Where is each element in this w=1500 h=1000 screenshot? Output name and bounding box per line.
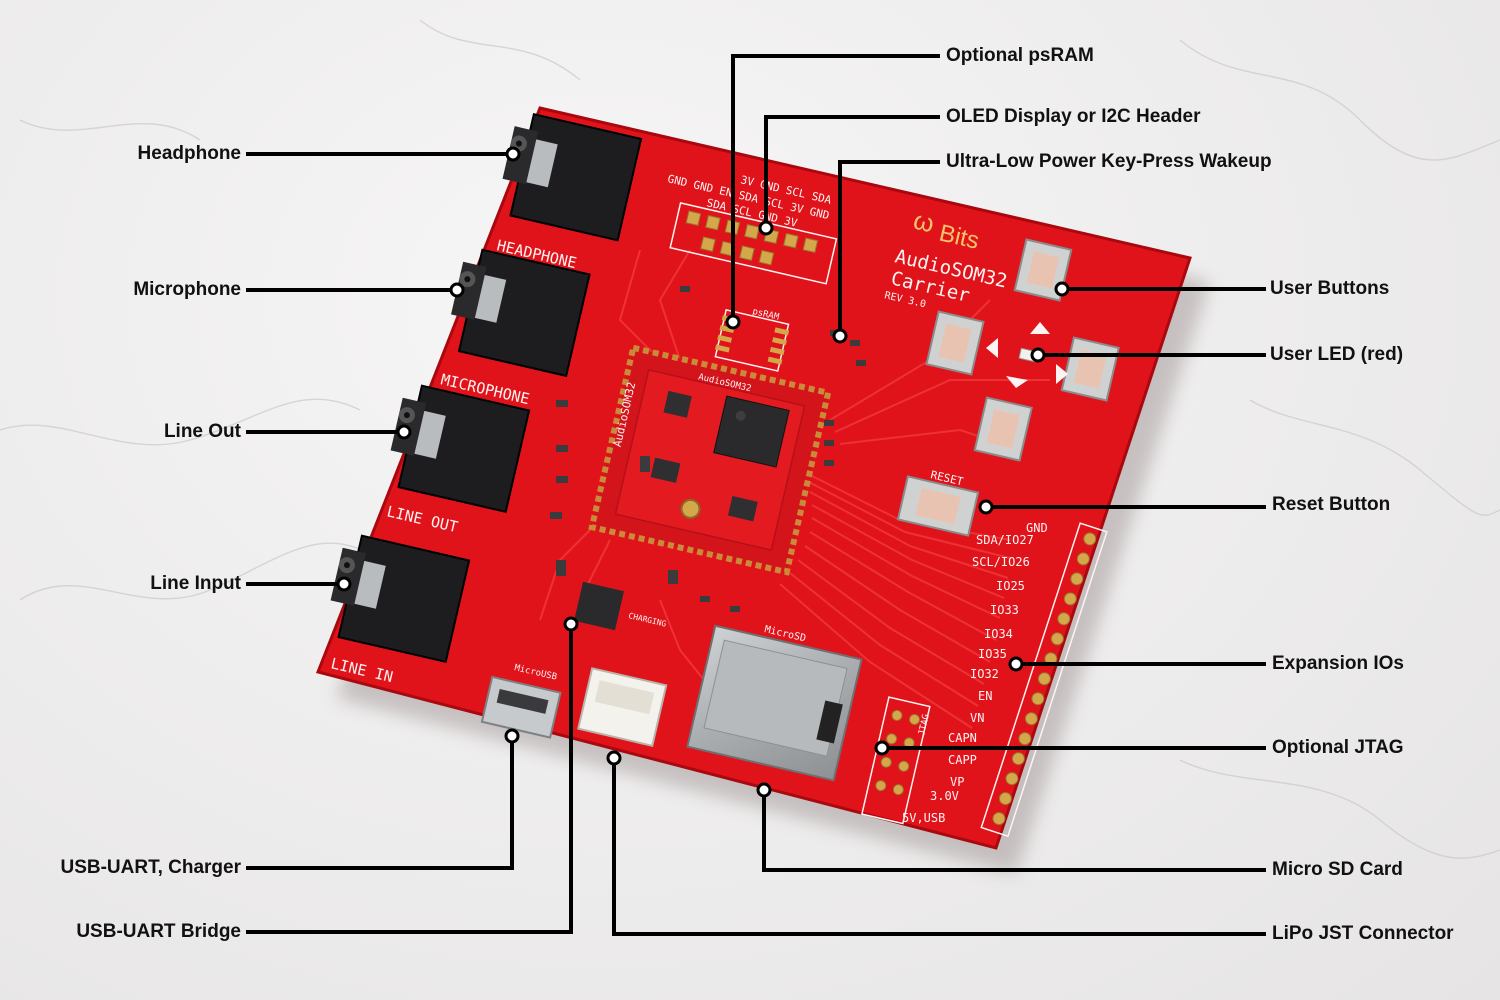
oled-i2c-header bbox=[669, 202, 838, 285]
user-button-left bbox=[925, 310, 985, 376]
svg-text:IO33: IO33 bbox=[990, 603, 1019, 617]
jtag-footprint bbox=[861, 696, 931, 825]
marble-background bbox=[0, 19, 1500, 859]
callout-line-out: Line Out bbox=[163, 421, 241, 442]
callout-usb-uart-charger: USB-UART, Charger bbox=[60, 857, 241, 878]
line-out-jack bbox=[390, 384, 531, 514]
callout-optional-psram: Optional psRAM bbox=[946, 45, 1094, 66]
callout-oled-header: OLED Display or I2C Header bbox=[946, 106, 1201, 127]
callout-keypress-wakeup: Ultra-Low Power Key-Press Wakeup bbox=[946, 151, 1272, 172]
expansion-pin-labels: GND SDA/IO27 SCL/IO26 IO25 IO33 IO34 IO3… bbox=[902, 521, 1048, 825]
svg-text:SCL/IO26: SCL/IO26 bbox=[972, 555, 1030, 569]
callout-expansion-ios: Expansion IOs bbox=[1272, 653, 1404, 674]
svg-text:CAPP: CAPP bbox=[948, 753, 977, 767]
leader-endpoints bbox=[336, 146, 1070, 798]
svg-text:VN: VN bbox=[970, 711, 984, 725]
direction-arrows bbox=[986, 322, 1068, 388]
svg-text:CAPN: CAPN bbox=[948, 731, 977, 745]
callout-headphone: Headphone bbox=[137, 143, 241, 164]
svg-text:JTAG: JTAG bbox=[917, 713, 932, 736]
microphone-jack bbox=[451, 248, 591, 378]
callout-usb-uart-bridge: USB-UART Bridge bbox=[76, 921, 241, 942]
svg-text:IO25: IO25 bbox=[996, 579, 1025, 593]
svg-text:SDA/IO27: SDA/IO27 bbox=[976, 533, 1034, 547]
svg-text:EN: EN bbox=[978, 689, 992, 703]
svg-text:5V,USB: 5V,USB bbox=[902, 811, 945, 825]
callout-optional-jtag: Optional JTAG bbox=[1272, 737, 1404, 758]
callout-microphone: Microphone bbox=[133, 279, 241, 300]
micro-sd-slot bbox=[686, 624, 863, 782]
callout-user-led: User LED (red) bbox=[1270, 344, 1404, 365]
svg-text:IO32: IO32 bbox=[970, 667, 999, 681]
callout-user-buttons: User Buttons bbox=[1270, 278, 1390, 299]
callout-reset-button: Reset Button bbox=[1272, 494, 1391, 515]
reset-button bbox=[896, 475, 980, 537]
callout-micro-sd: Micro SD Card bbox=[1272, 859, 1403, 880]
lipo-jst-connector bbox=[577, 667, 668, 747]
svg-text:VP: VP bbox=[950, 775, 964, 789]
usb-uart-bridge-chip bbox=[574, 581, 624, 631]
svg-text:IO34: IO34 bbox=[984, 627, 1013, 641]
leader-lines bbox=[246, 54, 1266, 936]
user-button-bottom bbox=[973, 396, 1033, 462]
callout-line-input: Line Input bbox=[150, 573, 241, 594]
micro-usb-connector bbox=[480, 675, 562, 739]
svg-text:IO35: IO35 bbox=[978, 647, 1007, 661]
som-module: AudioSOM32 AudioSOM32 bbox=[588, 344, 832, 576]
svg-text:3.0V: 3.0V bbox=[930, 789, 959, 803]
callout-lipo-jst: LiPo JST Connector bbox=[1272, 923, 1454, 944]
svg-text:GND: GND bbox=[1026, 521, 1048, 535]
